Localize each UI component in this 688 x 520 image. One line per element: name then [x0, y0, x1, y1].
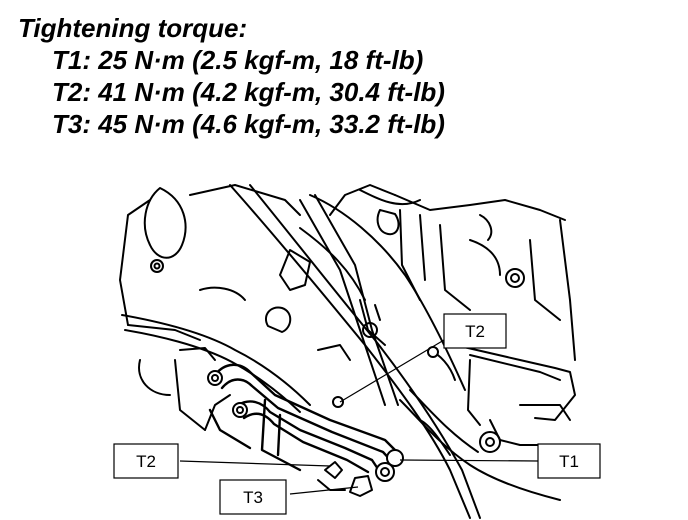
leader-t2-upper: [339, 339, 445, 403]
torque-spec-t1: T1: 25 N·m (2.5 kgf-m, 18 ft-lb): [52, 45, 424, 75]
bolts: [207, 346, 439, 497]
torque-spec-t2: T2: 41 N·m (4.2 kgf-m, 30.4 ft-lb): [52, 77, 445, 107]
torque-heading: Tightening torque:: [18, 13, 248, 43]
callout-t2-upper: T2: [443, 313, 507, 349]
cooler-pipes: [208, 363, 402, 474]
leader-t3: [289, 486, 359, 495]
callout-t3-label: T3: [243, 488, 263, 507]
callout-t2-left-label: T2: [136, 452, 156, 471]
engine-body-outline: [119, 184, 576, 431]
callout-t2-upper-label: T2: [465, 322, 485, 341]
leader-t2-left: [179, 460, 331, 467]
callout-t3: T3: [219, 479, 287, 515]
hose-lines: [121, 184, 561, 519]
callout-t2-left: T2: [113, 443, 179, 479]
torque-spec-block: Tightening torque: T1: 25 N·m (2.5 kgf-m…: [18, 12, 445, 140]
leader-t1: [399, 459, 539, 462]
transmission-housing: [317, 299, 576, 456]
callout-t1-label: T1: [559, 452, 579, 471]
torque-spec-t3: T3: 45 N·m (4.6 kgf-m, 33.2 ft-lb): [52, 109, 445, 139]
callout-t1: T1: [537, 443, 601, 479]
